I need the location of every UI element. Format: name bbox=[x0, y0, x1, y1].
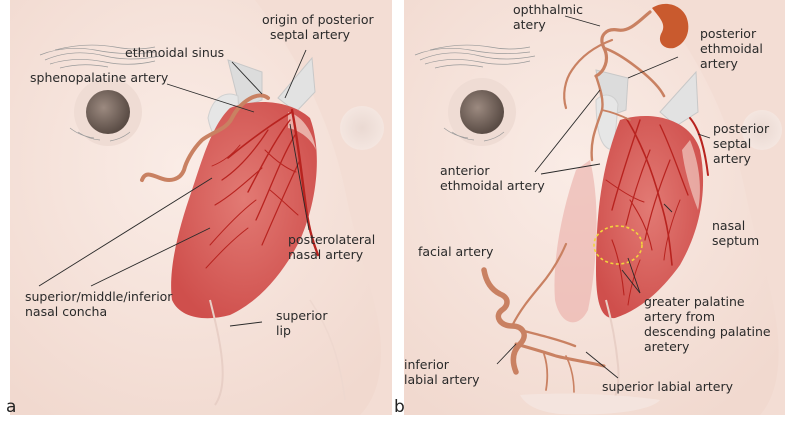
label-superior-labial-artery: superior labial artery bbox=[602, 379, 734, 394]
arteries-a bbox=[205, 108, 320, 269]
eyebrow-b bbox=[414, 44, 536, 69]
panel-letter-a: a bbox=[6, 397, 16, 417]
posterior-ethmoidal-vessel-b bbox=[652, 3, 689, 49]
greater-palatine-region bbox=[593, 225, 643, 265]
label-posterolateral-nasal-artery: posterolateral nasal artery bbox=[288, 232, 379, 262]
label-inferior-labial-artery: inferior labial artery bbox=[404, 357, 480, 387]
face-profile-a bbox=[255, 0, 392, 415]
label-nasal-concha: superior/middle/inferior nasal concha bbox=[25, 289, 176, 319]
panel-gap bbox=[392, 0, 404, 429]
eye-b bbox=[460, 90, 504, 134]
label-posterior-septal-artery: posterior septal artery bbox=[713, 121, 773, 166]
arteries-b bbox=[605, 117, 709, 306]
panel-a: a bbox=[6, 0, 392, 417]
label-ethmoidal-sinus: ethmoidal sinus bbox=[125, 45, 224, 60]
septum-mucosa-b bbox=[596, 115, 704, 319]
facial-vessels-b bbox=[481, 242, 606, 393]
ear-outline-a bbox=[309, 299, 346, 401]
label-origin-posterior-septal-artery: origin of posterior septal artery bbox=[262, 12, 378, 42]
label-facial-artery: facial artery bbox=[418, 244, 494, 259]
chin-outline-b bbox=[520, 393, 660, 415]
septum-pale-b bbox=[682, 140, 700, 210]
lateral-wall-b bbox=[554, 160, 597, 323]
label-greater-palatine-artery: greater palatine artery from descending … bbox=[644, 294, 775, 354]
lower-lashes-b bbox=[443, 127, 505, 142]
label-ophthalmic-artery: opthhalmic atery bbox=[513, 2, 587, 32]
lower-lashes-a bbox=[69, 127, 131, 142]
label-sphenopalatine-artery: sphenopalatine artery bbox=[30, 70, 169, 85]
leader-lines bbox=[38, 15, 711, 379]
eye-a bbox=[86, 90, 130, 134]
ophthalmic-vessels-b bbox=[563, 10, 666, 162]
labels-panel-a: origin of posterior septal artery ethmoi… bbox=[25, 12, 379, 338]
label-superior-lip: superior lip bbox=[276, 308, 331, 338]
panel-b: b bbox=[394, 0, 785, 417]
upper-lip-outline-a bbox=[209, 299, 224, 406]
eye-ghost-b bbox=[742, 110, 782, 150]
label-posterior-ethmoidal-artery: posterior ethmoidal artery bbox=[700, 26, 767, 71]
sphenopalatine-vessel-a bbox=[140, 93, 270, 182]
labels-panel-b: opthhalmic atery posterior ethmoidal art… bbox=[404, 2, 775, 394]
panel-letter-b: b bbox=[394, 397, 405, 417]
eye-ghost-a bbox=[340, 106, 384, 150]
face-profile-b bbox=[655, 0, 785, 415]
eyebrow-a bbox=[39, 44, 161, 69]
label-nasal-septum: nasal septum bbox=[712, 218, 759, 248]
label-anterior-ethmoidal-artery: anterior ethmoidal artery bbox=[440, 163, 545, 193]
